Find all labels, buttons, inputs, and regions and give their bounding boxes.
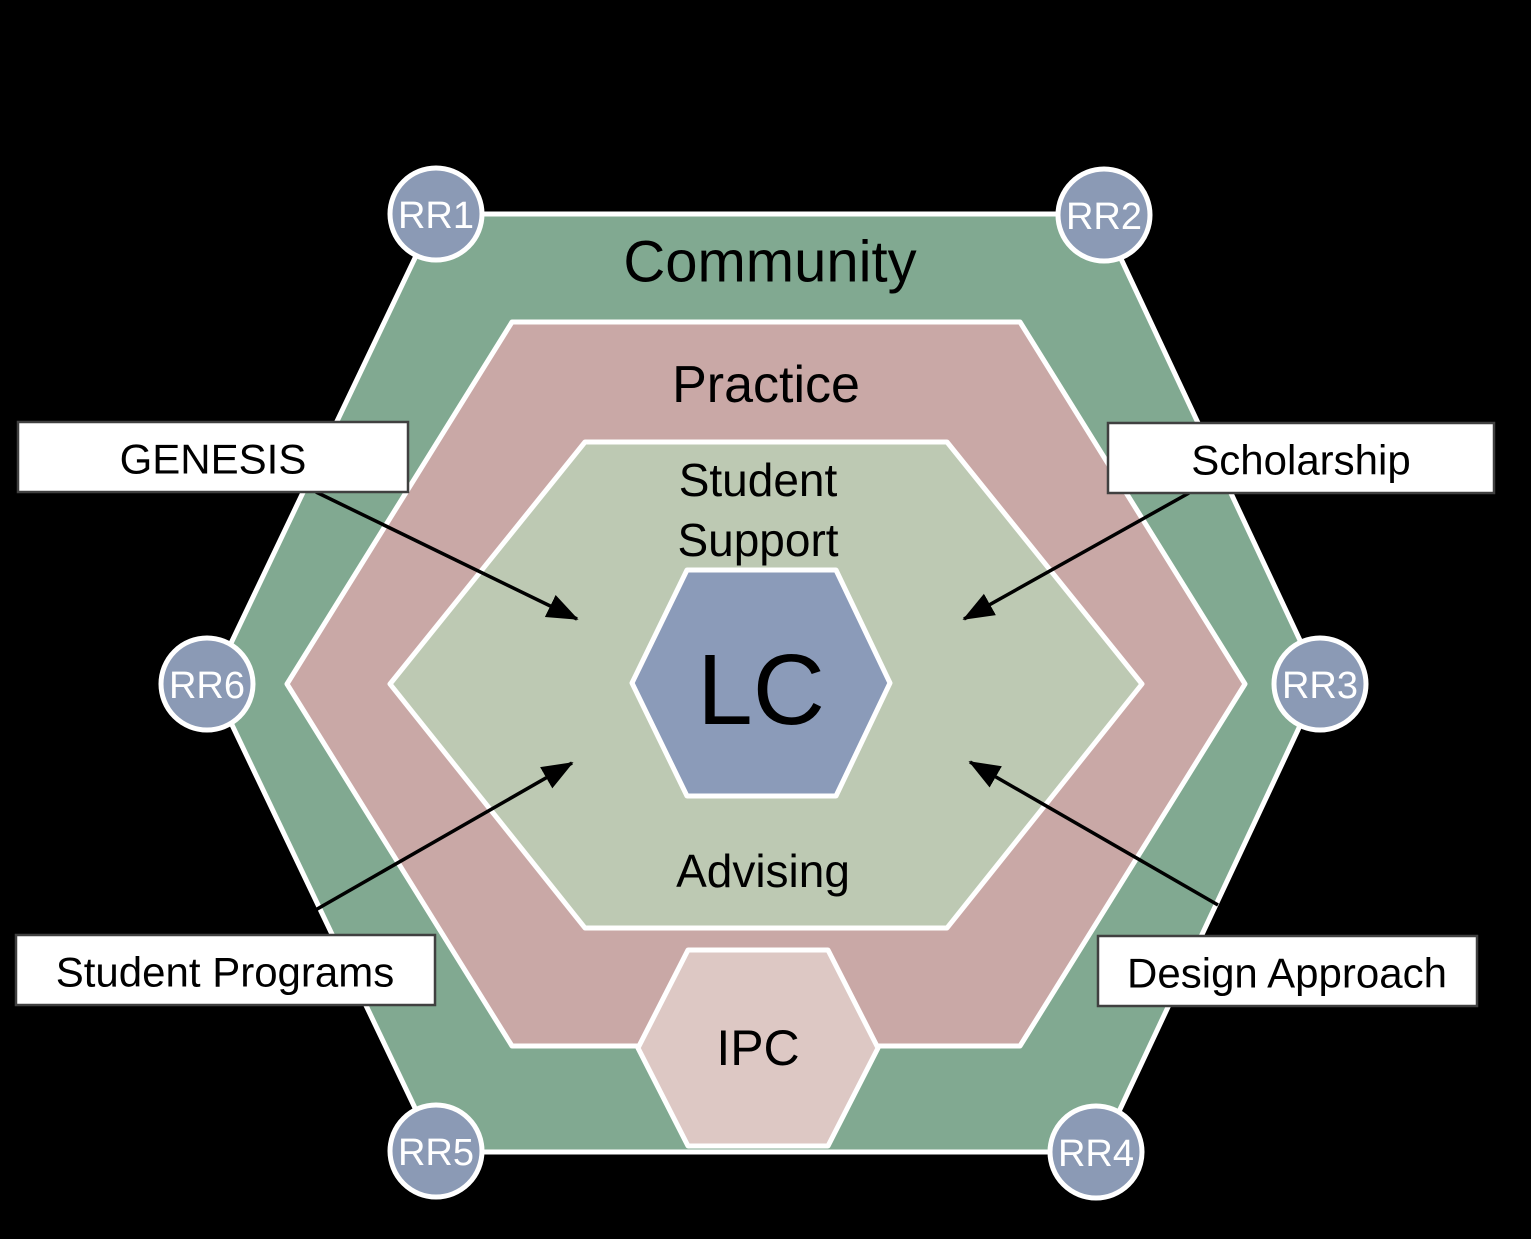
rr3-circle — [1271, 635, 1369, 733]
lc-hexagon — [629, 567, 893, 799]
rr3-label: RR3 — [1282, 665, 1358, 707]
rr2-circle — [1055, 166, 1153, 264]
rr1-label: RR1 — [398, 195, 474, 237]
rr4-circle — [1047, 1103, 1145, 1201]
scholarship-callout-label: Scholarship — [1191, 437, 1410, 484]
genesis-callout: GENESIS — [16, 420, 410, 494]
scholarship-callout: Scholarship — [1106, 421, 1496, 495]
genesis-callout-box — [16, 420, 410, 494]
student-programs-callout-box — [14, 933, 437, 1007]
rr-node-5: RR5 — [387, 1102, 485, 1200]
genesis-arrow — [315, 490, 579, 621]
lc-label: LC — [697, 634, 825, 746]
rr6-label: RR6 — [169, 665, 245, 707]
rr1-circle — [387, 165, 485, 263]
student-programs-callout-label: Student Programs — [56, 949, 395, 996]
ipc-hexagon — [635, 947, 881, 1149]
design-approach-arrow — [968, 760, 1219, 907]
design-approach-callout: Design Approach — [1096, 934, 1479, 1008]
community-label: Community — [623, 230, 916, 295]
rr-node-4: RR4 — [1047, 1103, 1145, 1201]
rr2-label: RR2 — [1066, 196, 1142, 238]
rr5-circle — [387, 1102, 485, 1200]
student-support-label-line1: Student — [679, 454, 838, 506]
rr6-circle — [158, 635, 256, 733]
scholarship-callout-box — [1106, 421, 1496, 495]
rr-node-1: RR1 — [387, 165, 485, 263]
genesis-callout-label: GENESIS — [120, 436, 307, 483]
rr-node-6: RR6 — [158, 635, 256, 733]
ipc-label: IPC — [716, 1020, 799, 1076]
rr-node-3: RR3 — [1271, 635, 1369, 733]
scholarship-arrow — [962, 491, 1190, 621]
rr4-label: RR4 — [1058, 1133, 1134, 1175]
design-approach-callout-box — [1096, 934, 1479, 1008]
practice-label: Practice — [672, 356, 860, 414]
advising-label: Advising — [676, 845, 850, 897]
design-approach-callout-label: Design Approach — [1127, 950, 1447, 997]
student-programs-arrow — [304, 761, 574, 918]
student-support-label-line2: Support — [677, 514, 838, 566]
student-programs-callout: Student Programs — [14, 933, 437, 1007]
rr5-label: RR5 — [398, 1132, 474, 1174]
rr-node-2: RR2 — [1055, 166, 1153, 264]
